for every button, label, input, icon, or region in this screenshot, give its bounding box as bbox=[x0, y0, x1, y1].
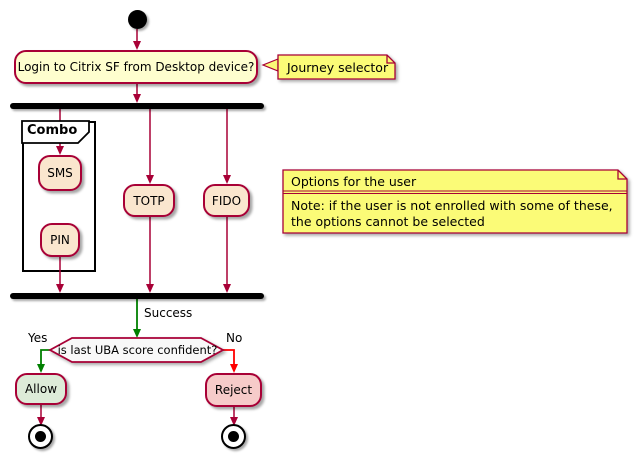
arrowhead-down-icon bbox=[223, 175, 231, 184]
note-options-shape bbox=[282, 169, 628, 234]
decision-hexagon bbox=[48, 337, 225, 363]
arrowhead-down-icon bbox=[56, 284, 64, 293]
fork-bar bbox=[10, 103, 264, 109]
branch-label-no: No bbox=[226, 331, 243, 345]
arrowhead-down-icon bbox=[37, 417, 45, 426]
activity-pin-label: PIN bbox=[50, 233, 70, 247]
arrowhead-down-icon bbox=[133, 41, 141, 50]
edge-decision-allow-yes bbox=[40, 349, 50, 365]
arrowhead-down-icon bbox=[133, 329, 141, 338]
join-bar bbox=[10, 293, 264, 299]
arrowhead-down-icon bbox=[230, 417, 238, 426]
activity-reject-label: Reject bbox=[214, 383, 253, 397]
note-fold-icon bbox=[386, 55, 395, 64]
final-node-dot bbox=[35, 431, 46, 442]
arrowhead-down-icon bbox=[37, 364, 45, 373]
note-fold-icon bbox=[617, 170, 627, 180]
edge-label-success: Success bbox=[144, 306, 193, 320]
arrowhead-down-icon bbox=[230, 364, 238, 373]
arrowhead-down-icon bbox=[56, 146, 64, 155]
activity-pin: PIN bbox=[40, 223, 80, 257]
activity-totp-label: TOTP bbox=[133, 193, 165, 208]
arrowhead-down-icon bbox=[146, 284, 154, 293]
activity-sms-label: SMS bbox=[47, 166, 73, 180]
activity-totp: TOTP bbox=[123, 184, 175, 217]
journey-note-label: Journey selector bbox=[287, 60, 389, 75]
final-node-reject bbox=[221, 424, 246, 449]
activity-allow: Allow bbox=[15, 373, 67, 405]
final-node-allow bbox=[28, 424, 53, 449]
edge-decision-reject-no bbox=[223, 349, 235, 365]
decision-question: is last UBA score confident? bbox=[57, 343, 218, 357]
partition-combo-label: Combo bbox=[27, 123, 78, 138]
activity-fido: FIDO bbox=[203, 184, 250, 217]
activity-allow-label: Allow bbox=[24, 382, 58, 396]
branch-label-yes: Yes bbox=[28, 331, 48, 345]
options-note-body-line1: Note: if the user is not enrolled with s… bbox=[291, 198, 613, 213]
activity-login-label: Login to Citrix SF from Desktop device? bbox=[17, 60, 255, 74]
options-note-title: Options for the user bbox=[291, 174, 417, 189]
initial-node bbox=[128, 10, 147, 29]
note-journey-shape bbox=[277, 54, 396, 80]
activity-fido-label: FIDO bbox=[211, 193, 242, 208]
final-node-dot bbox=[228, 431, 239, 442]
arrowhead-down-icon bbox=[146, 175, 154, 184]
activity-sms: SMS bbox=[38, 155, 82, 191]
options-note-body-line2: the options cannot be selected bbox=[291, 214, 485, 229]
activity-login: Login to Citrix SF from Desktop device? bbox=[14, 50, 258, 84]
partition-tab bbox=[21, 120, 90, 144]
activity-reject: Reject bbox=[205, 373, 262, 407]
arrowhead-down-icon bbox=[223, 284, 231, 293]
note-pointer-icon bbox=[261, 58, 279, 72]
arrowhead-down-icon bbox=[133, 94, 141, 103]
